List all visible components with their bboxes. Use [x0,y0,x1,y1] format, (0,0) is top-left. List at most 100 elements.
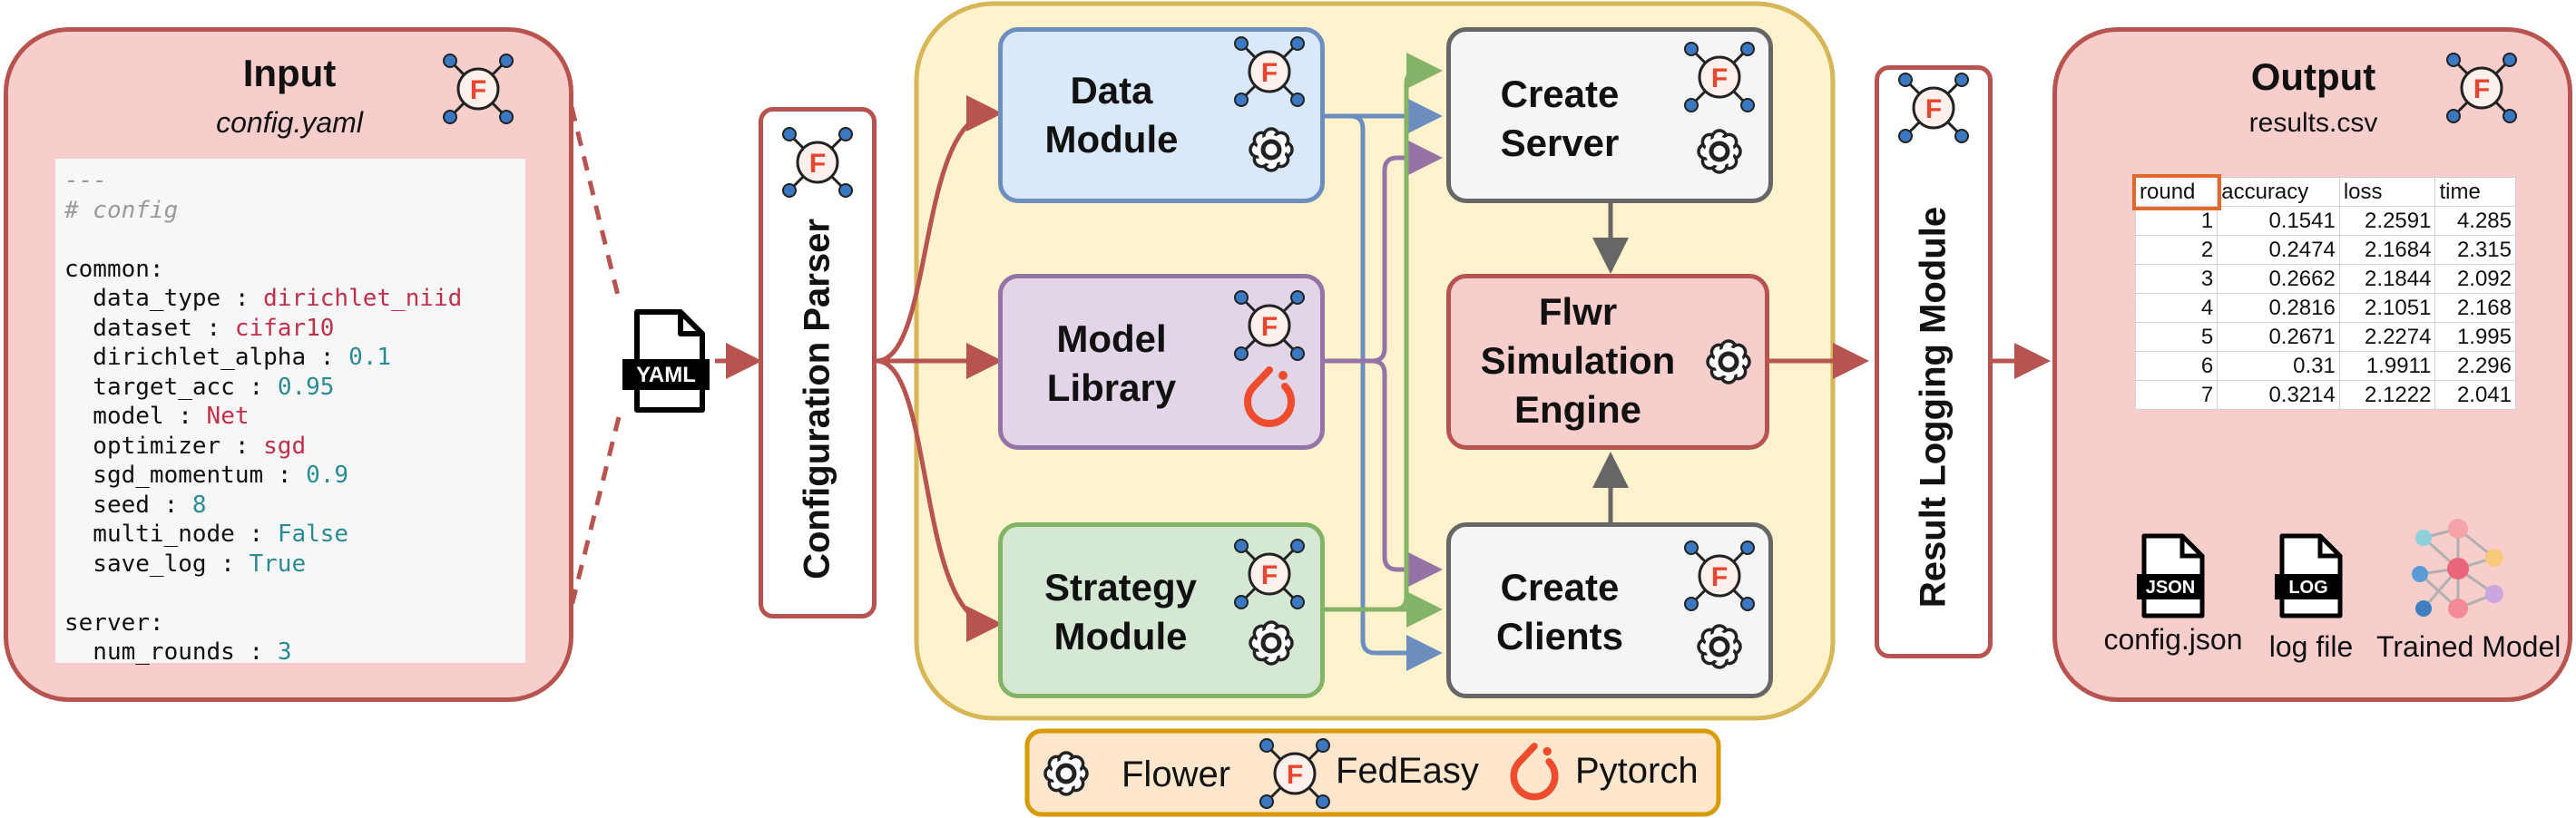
table-cell: 3 [2134,264,2218,294]
table-cell: 2.092 [2434,264,2516,294]
code-line: target_acc : 0.95 [64,373,516,403]
fedeasy-icon: F [1234,290,1305,361]
trained-model-icon [2412,519,2503,618]
table-header-cell: loss [2338,177,2436,207]
model-library-label: Model Library [1046,317,1177,409]
code-token: 0.1 [348,344,392,371]
table-cell: 1 [2134,206,2218,236]
code-line: dataset : cifar10 [64,314,516,344]
fedeasy-letter: F [470,75,486,105]
input-title: Input [242,52,337,94]
trained-model-caption: Trained Model [2376,630,2561,663]
create-clients-label: Create Clients [1495,566,1624,657]
json-file-caption: config.json [2103,623,2243,656]
code-token: Net [206,403,250,430]
code-token: --- [64,167,107,194]
table-cell: 2.1844 [2338,264,2436,294]
code-line [64,579,516,609]
arrow-data-to-clients [1325,113,1443,671]
code-token: data_type : [64,285,264,312]
input-subtitle: config.yaml [216,106,363,139]
code-line: num_rounds : 3 [64,638,516,667]
legend-pytorch-label: Pytorch [1575,751,1699,791]
yaml-icon-label: YAML [636,363,696,387]
data-module-label: Data Module [1044,69,1179,161]
table-header-cell: time [2434,177,2516,207]
zoom-line-top [569,106,622,300]
input-panel: Input config.yaml ---# config common: da… [4,27,573,702]
fedeasy-icon: F [782,127,853,198]
arrow-parser-to-strategy [876,358,1003,642]
code-token: target_acc : [64,373,278,401]
config-code-block: ---# config common: data_type : dirichle… [55,159,525,666]
strategy-module-box: Strategy Module [998,522,1325,698]
fedeasy-letter: F [1261,560,1278,590]
table-cell: 5 [2134,322,2218,352]
strategy-module-label: Strategy Module [1043,566,1198,657]
create-server-label: Create Server [1500,73,1620,164]
table-cell: 2.1051 [2338,293,2436,323]
code-line: seed : 8 [64,491,516,521]
fedeasy-letter: F [1711,562,1728,592]
code-line [64,225,516,255]
fedeasy-letter: F [1925,94,1942,124]
fedeasy-letter: F [1261,312,1278,342]
code-line: server: [64,609,516,638]
json-file-icon: JSON [2137,533,2205,618]
code-token: sgd_momentum : [64,462,307,489]
code-token: 8 [191,491,207,519]
legend-fedeasy-icon: F [1259,738,1330,809]
fedeasy-icon: F [1234,36,1305,107]
code-token: 0.95 [277,373,335,401]
table-cell: 2.2274 [2338,322,2436,352]
fedeasy-icon: F [2446,53,2517,123]
table-cell: 0.3214 [2217,380,2340,410]
fedeasy-letter: F [1711,63,1728,93]
table-cell: 2.315 [2434,235,2516,265]
table-header-cell: accuracy [2217,177,2340,207]
code-line: sgd_momentum : 0.9 [64,461,516,491]
code-token: # config [64,196,179,224]
fedeasy-icon: F [443,54,514,124]
fedeasy-icon: F [1684,540,1755,611]
table-cell: 0.2474 [2217,235,2340,265]
table-cell: 2.1684 [2338,235,2436,265]
legend-flower-label: Flower [1121,755,1231,794]
table-cell: 0.31 [2217,351,2340,381]
flower-icon [1697,129,1742,174]
table-cell: 0.2816 [2217,293,2340,323]
fedeasy-icon: F [1684,42,1755,112]
configuration-parser-label: Configuration Parser [797,219,837,579]
code-token: sgd [263,432,307,460]
table-cell: 7 [2134,380,2218,410]
yaml-file-icon: YAML [622,309,710,413]
table-header-cell: round [2131,173,2221,210]
code-line: model : Net [64,402,516,432]
table-cell: 0.2671 [2217,322,2340,352]
zoom-line-bottom [569,416,622,607]
code-line: --- [64,166,516,196]
fedeasy-icon: F [1898,73,1969,143]
result-logging-box: Result Logging Module [1875,65,1993,658]
table-cell: 1.9911 [2338,351,2436,381]
arrow-model-to-clients [1325,358,1443,588]
flower-icon [1249,127,1294,172]
table-cell: 6 [2134,351,2218,381]
code-token: dirichlet_alpha : [64,344,349,371]
code-token: multi_node : [64,521,278,548]
fedeasy-icon: F [1234,539,1305,609]
code-token: False [277,521,349,548]
flower-icon [1706,339,1751,385]
simulation-engine-label: Flwr Simulation Engine [1480,290,1676,431]
table-cell: 4 [2134,293,2218,323]
flower-icon [1249,620,1294,666]
code-line: common: [64,255,516,285]
code-token: cifar10 [234,314,335,342]
code-token: common: [64,255,164,283]
